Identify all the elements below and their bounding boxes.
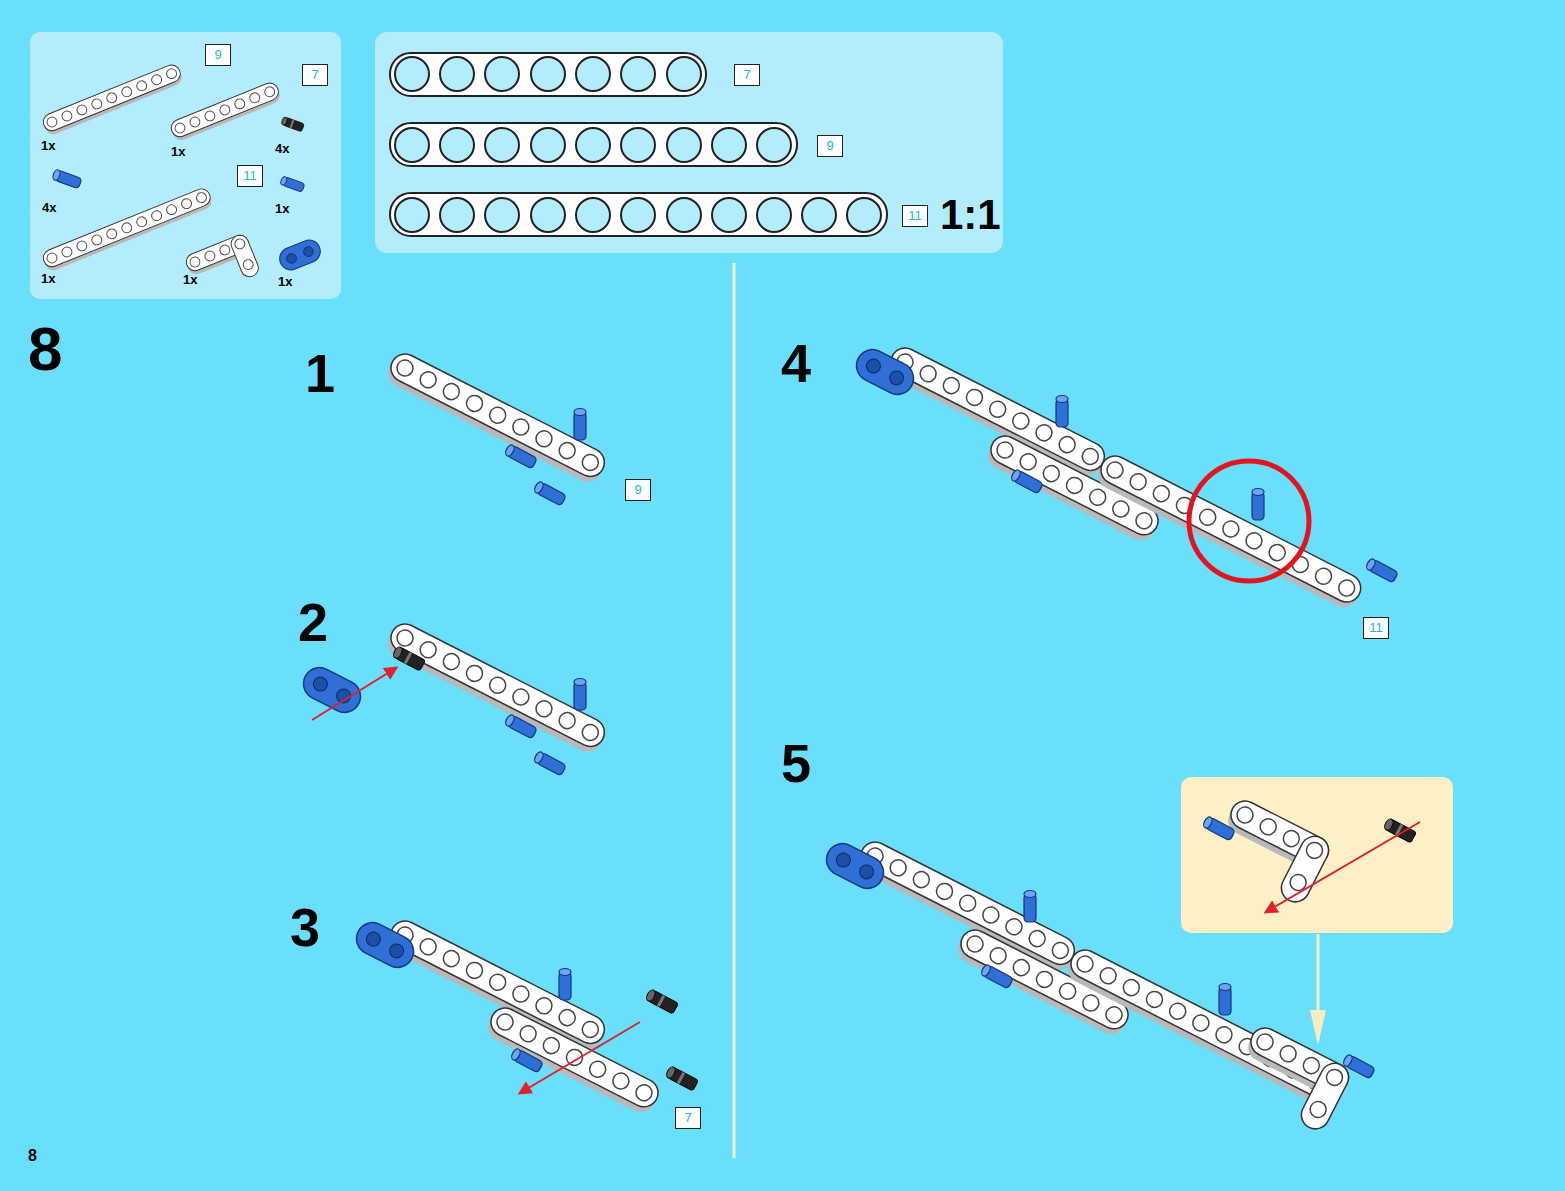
length-callout: 7 [675,1107,701,1129]
length-callout: 11 [902,205,928,227]
substep-number: 1 [305,346,335,400]
substep-number: 5 [781,736,811,790]
length-callout: 9 [205,44,231,66]
part-count: 4x [275,142,289,155]
part-count: 1x [41,272,55,285]
page-number: 8 [28,1148,37,1164]
length-callout: 9 [625,479,651,501]
substep-number: 2 [298,595,328,649]
length-callout: 11 [1363,617,1389,639]
step-number: 8 [28,318,62,380]
part-count: 1x [183,273,197,286]
length-callout: 11 [237,165,263,187]
scale-note: 1:1 [940,194,1001,236]
part-count: 4x [42,201,56,214]
substep-number: 4 [781,336,811,390]
substep-number: 3 [290,900,320,954]
part-count: 1x [171,145,185,158]
part-count: 1x [275,202,289,215]
length-callout: 7 [734,64,760,86]
length-callout: 7 [302,64,328,86]
length-callout: 9 [817,135,843,157]
part-count: 1x [278,275,292,288]
part-count: 1x [41,139,55,152]
